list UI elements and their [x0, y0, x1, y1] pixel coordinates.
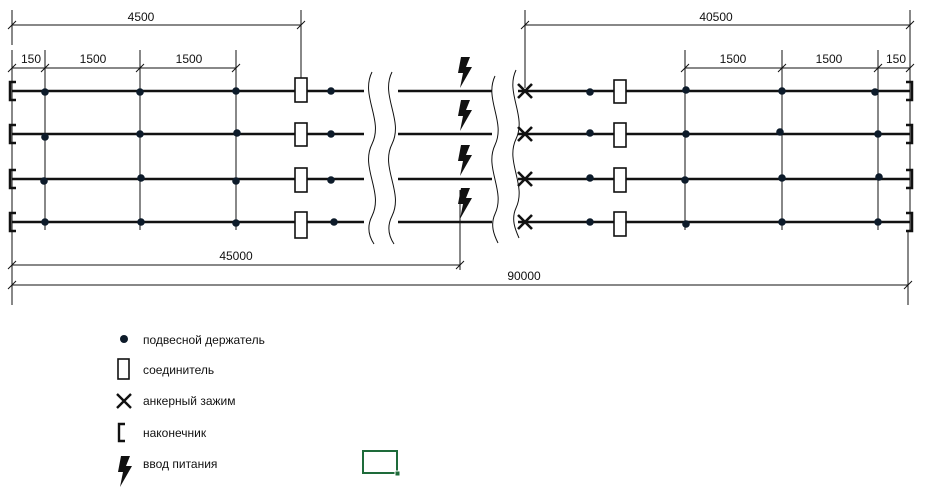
hanger-dot-icon [778, 174, 786, 182]
lightning-power-icon [118, 456, 132, 487]
dim-sub-right-1: 1500 [720, 52, 747, 66]
anchor-clamp-x-icon [517, 126, 533, 142]
end-caps-left [8, 80, 16, 233]
break-lines [368, 69, 520, 245]
dim-bottom-total: 90000 [507, 269, 541, 283]
hanger-dot-icon [778, 218, 786, 226]
anchor-clamp-x-icon [116, 393, 132, 409]
hanger-dot-icon [682, 86, 690, 94]
connector-rect-icon [613, 211, 627, 237]
legend-label-hanger: подвесной держатель [143, 333, 265, 347]
end-cap-bracket-icon [906, 211, 914, 233]
hanger-dot-icon [586, 174, 594, 182]
hanger-dot-icon [233, 129, 241, 137]
selection-fill-handle[interactable] [394, 470, 401, 477]
hanger-dot-icon [41, 218, 49, 226]
hanger-dot-icon [330, 218, 338, 226]
connectors [294, 77, 627, 239]
legend-label-power-input: ввод питания [143, 457, 217, 471]
hanger-dot-icon [682, 130, 690, 138]
legend: подвесной держатель соединитель анкерный… [116, 333, 265, 487]
legend-label-connector: соединитель [143, 363, 214, 377]
dim-sub-right-2: 1500 [816, 52, 843, 66]
connector-rect-icon [117, 358, 130, 380]
selection-box[interactable] [362, 450, 401, 477]
hanger-dot-icon [682, 220, 690, 228]
end-caps-right [906, 80, 914, 233]
anchor-clamp-x-icon [517, 171, 533, 187]
hanger-dot-icon [232, 219, 240, 227]
hanger-dot-icon [874, 218, 882, 226]
anchor-clamp-x-icon [517, 83, 533, 99]
connector-rect-icon [294, 167, 308, 193]
hanger-dot-icon [232, 87, 240, 95]
end-cap-bracket-icon [8, 168, 16, 190]
dimension-labels: 4500 40500 150 1500 1500 1500 1500 150 4… [21, 10, 906, 283]
hanger-dot-icon [327, 176, 335, 184]
dim-bottom-mid: 45000 [219, 249, 253, 263]
hanger-dot-icon [41, 133, 49, 141]
anchor-clamps [517, 83, 533, 230]
lightning-power-icon [458, 188, 472, 219]
end-cap-bracket-icon [906, 168, 914, 190]
hanger-dot-icon [871, 88, 879, 96]
hanger-dot-icon [327, 130, 335, 138]
lightning-power-icon [458, 100, 472, 131]
hanger-dot-icon [327, 87, 335, 95]
end-cap-bracket-icon [8, 211, 16, 233]
dim-top-right: 40500 [699, 10, 733, 24]
anchor-clamp-x-icon [517, 214, 533, 230]
dimension-lines [7, 20, 915, 290]
end-cap-bracket-icon [8, 123, 16, 145]
connector-rect-icon [613, 167, 627, 193]
connector-rect-icon [294, 122, 308, 147]
end-cap-bracket-icon [906, 123, 914, 145]
lightning-power-icon [458, 57, 472, 88]
hanger-dot-icon [120, 335, 128, 343]
hanger-dot-icon [874, 130, 882, 138]
hanger-dot-icon [137, 218, 145, 226]
hanger-dot-icon [875, 173, 883, 181]
connector-rect-icon [613, 122, 627, 148]
hanger-dot-icon [136, 130, 144, 138]
connector-rect-icon [294, 211, 308, 239]
hanger-dot-icon [778, 87, 786, 95]
connector-rect-icon [613, 79, 627, 104]
hanger-dot-icon [41, 88, 49, 96]
lightning-power-icon [458, 145, 472, 176]
end-cap-bracket-icon [906, 80, 914, 102]
hanger-dot-icon [586, 129, 594, 137]
power-inputs [458, 57, 472, 219]
hanger-dot-icon [586, 218, 594, 226]
end-cap-bracket-icon [117, 422, 125, 443]
dim-sub-left-3: 1500 [176, 52, 203, 66]
hanger-dot-icon [232, 177, 240, 185]
legend-label-anchor-clamp: анкерный зажим [143, 394, 235, 408]
legend-label-end-cap: наконечник [143, 426, 207, 440]
dim-sub-left-2: 1500 [80, 52, 107, 66]
hanger-dot-icon [40, 177, 48, 185]
hanger-dot-icon [137, 174, 145, 182]
hanger-dot-icon [586, 88, 594, 96]
hanger-dot-icon [136, 88, 144, 96]
end-cap-bracket-icon [8, 80, 16, 102]
dim-sub-left-1: 150 [21, 52, 41, 66]
dim-sub-right-3: 150 [886, 52, 906, 66]
connector-rect-icon [294, 77, 308, 103]
hanger-dots [40, 86, 883, 228]
hanger-dot-icon [776, 128, 784, 136]
dim-top-left: 4500 [128, 10, 155, 24]
hanger-dot-icon [681, 176, 689, 184]
